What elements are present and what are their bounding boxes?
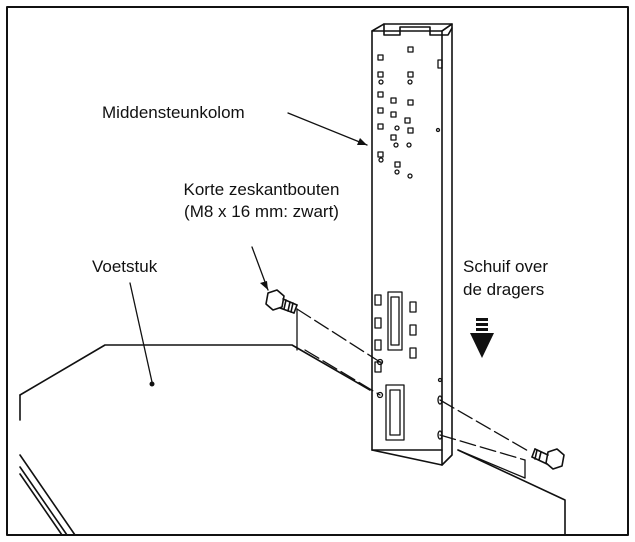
slide-label-line1: Schuif over <box>463 257 549 276</box>
column-leader <box>287 112 368 146</box>
slide-label-line2: de dragers <box>463 280 545 299</box>
center-column <box>371 23 453 466</box>
bolts-label-line2: (M8 x 16 mm: zwart) <box>184 202 339 221</box>
column-label: Middensteunkolom <box>102 103 245 122</box>
base-leader <box>129 282 153 383</box>
outer-border <box>6 6 629 536</box>
hex-bolt-right <box>531 448 565 470</box>
slide-arrow <box>470 318 494 358</box>
bolts-label-line1: Korte zeskantbouten <box>183 180 340 199</box>
base-plate <box>19 344 566 536</box>
base-label: Voetstuk <box>92 257 158 276</box>
hex-bolt-left <box>265 289 298 314</box>
